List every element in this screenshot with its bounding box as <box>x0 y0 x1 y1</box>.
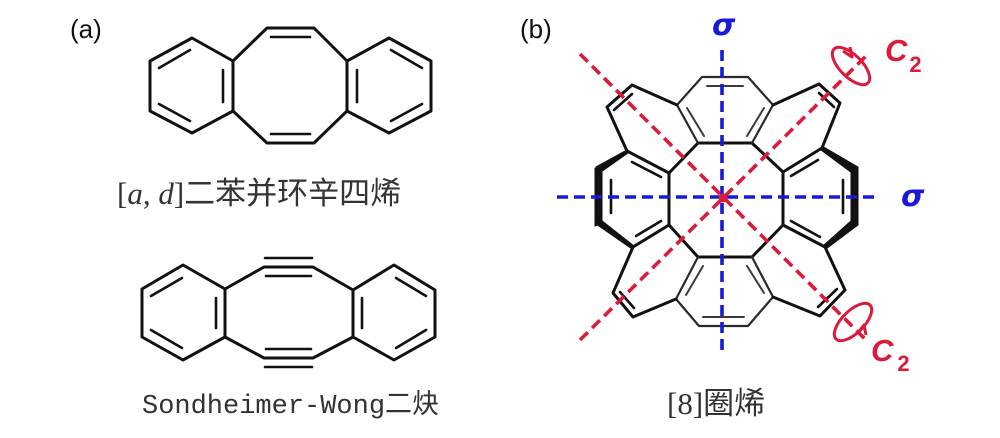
left-benzene-ring <box>625 149 671 175</box>
symmetry-center-dot <box>718 193 728 203</box>
double-bond-inner <box>389 102 424 123</box>
c2-label-upper: C2 <box>885 33 922 77</box>
double-bond-inner <box>157 102 192 123</box>
double-bond-inner <box>789 158 820 178</box>
rotation-arrowhead <box>842 46 854 59</box>
double-bond-inner <box>746 107 765 137</box>
left-benzene-ring <box>140 263 227 362</box>
rotation-arrow-lower <box>832 301 874 343</box>
double-bond-inner <box>612 92 634 112</box>
alkyne-bridge-top <box>223 265 355 292</box>
dibenzo-cyclooctatetraene-structure <box>148 26 433 145</box>
panel-a: (a) [a, d]二苯并环辛四烯 <box>70 14 439 422</box>
left-benzene-ring <box>631 223 671 249</box>
sondheimer-wong-diyne-structure <box>140 256 437 369</box>
double-bond-inner <box>817 91 836 109</box>
panel-a-label: (a) <box>70 14 102 44</box>
molecule-name-sondheimer-wong: Sondheimer-Wong二炔 <box>142 389 439 422</box>
right-benzene-ring <box>345 36 433 135</box>
right-benzene-ring <box>781 146 824 174</box>
double-bond-inner <box>149 276 184 298</box>
double-bond-inner <box>686 107 705 137</box>
bottom-benzene-ring <box>674 255 775 328</box>
rotation-arrowhead <box>855 323 868 336</box>
double-bond-inner <box>789 219 822 239</box>
double-bond-inner <box>685 265 704 296</box>
wedge-bond <box>595 219 635 250</box>
panel-b: (b) <box>520 8 925 421</box>
double-bond-inner <box>634 219 663 238</box>
sigma-label-horizontal: σ <box>901 179 925 214</box>
right-benzene-ring <box>781 223 827 249</box>
circulene-structure <box>594 75 859 328</box>
sigma-label-vertical: σ <box>712 8 736 43</box>
double-bond-inner <box>618 290 636 310</box>
wedge-bond <box>823 219 859 250</box>
top-benzene-ring <box>675 75 775 145</box>
molecule-name-circulene: [8]圈烯 <box>667 386 765 421</box>
octa-ring-bottom <box>231 109 349 145</box>
double-bond-inner <box>394 276 428 298</box>
molecule-name-dibenzo-cot: [a, d]二苯并环辛四烯 <box>117 176 401 211</box>
double-bond-inner <box>157 48 192 70</box>
double-bond-inner <box>816 287 839 309</box>
double-bond-inner <box>630 160 663 179</box>
double-bond-inner <box>149 328 184 350</box>
right-benzene-ring <box>351 263 437 362</box>
panel-b-label: (b) <box>520 14 552 44</box>
double-bond-inner <box>394 328 428 350</box>
alkyne-bridge-bottom <box>223 335 355 360</box>
octa-ring-top <box>231 26 349 63</box>
rotation-arrow-upper <box>830 45 872 87</box>
double-bond-inner <box>746 265 765 294</box>
lower-right-outer-ring <box>771 245 847 318</box>
double-bond-inner <box>389 48 424 70</box>
wedge-bond <box>595 149 629 173</box>
rotation-ellipse <box>830 45 872 87</box>
lower-left-outer-ring <box>611 245 678 319</box>
left-benzene-ring <box>148 36 235 135</box>
